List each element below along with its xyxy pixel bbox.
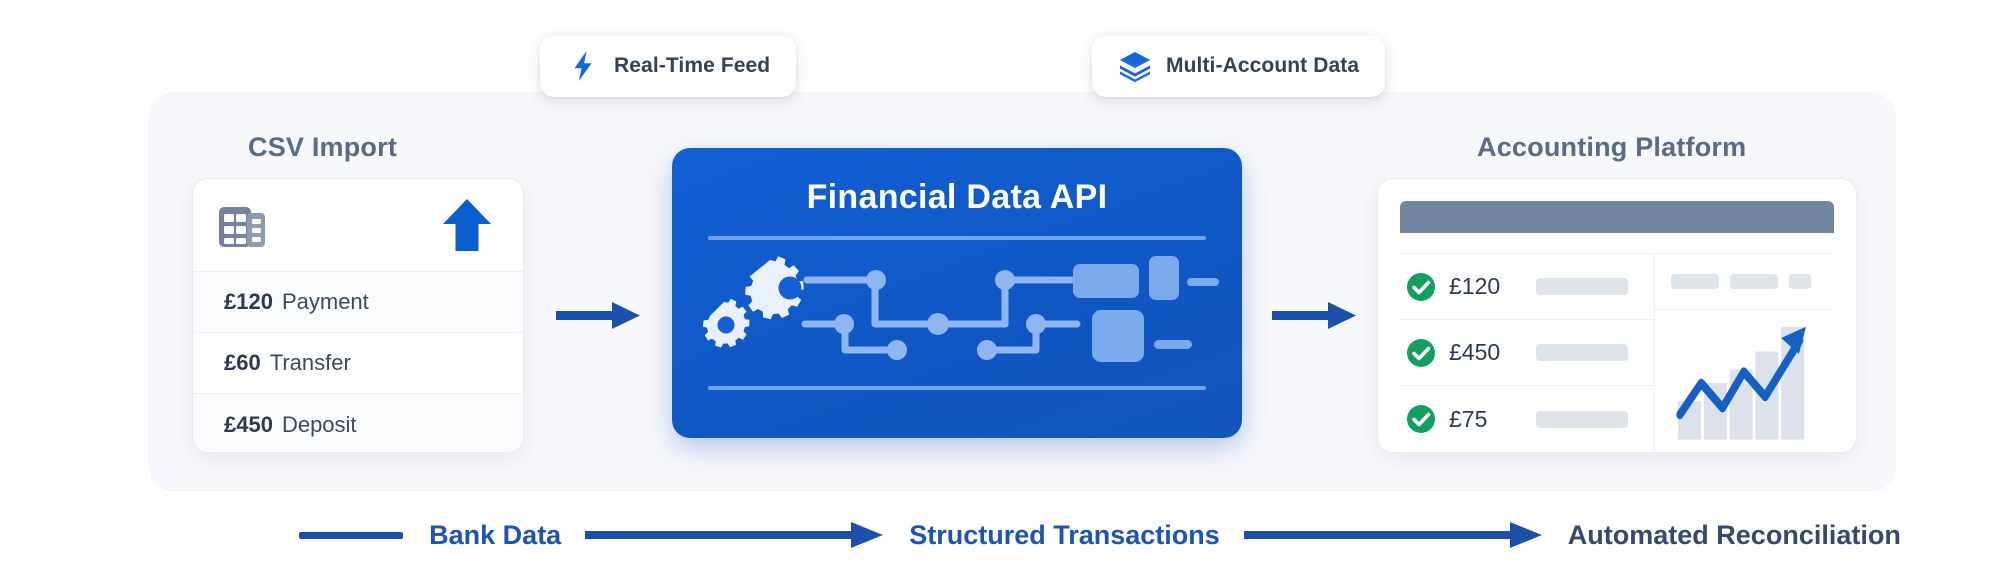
list-item[interactable]: £60 Transfer	[193, 333, 523, 394]
api-divider-top	[708, 236, 1206, 240]
flow-step-label: Automated Reconciliation	[1567, 519, 1901, 550]
transaction-type: Payment	[281, 289, 369, 314]
right-column-title: Accounting Platform	[1477, 132, 1747, 162]
process-flow-strip: Bank Data Structured Transactions Automa…	[0, 508, 2000, 562]
right-arrow-icon	[585, 522, 884, 548]
connector-arrow-left	[556, 302, 640, 329]
table-row[interactable]: £75	[1400, 386, 1654, 452]
reconciled-amount: £75	[1449, 405, 1488, 432]
reconciled-amount: £120	[1449, 273, 1501, 299]
check-circle-icon	[1407, 405, 1435, 433]
lightning-bolt-icon	[574, 51, 592, 81]
badge-real-time-feed[interactable]: Real-Time Feed	[540, 35, 797, 97]
check-circle-icon	[1407, 272, 1435, 301]
growth-chart	[1655, 310, 1834, 452]
left-column-title: CSV Import	[248, 132, 398, 162]
flow-step-label: Bank Data	[429, 519, 562, 550]
api-box-title: Financial Data API	[806, 178, 1108, 216]
transaction-amount: £120	[224, 289, 273, 314]
right-arrow-icon	[1243, 522, 1542, 548]
csv-import-card[interactable]: £120 Payment £60 Transfer £450 Deposit	[192, 178, 524, 453]
transaction-amount: £60	[224, 350, 261, 375]
accounting-platform-card[interactable]: £120 £450 £75	[1377, 178, 1857, 453]
accounting-chart-pane	[1655, 254, 1834, 452]
list-item[interactable]: £120 Payment	[193, 272, 523, 333]
flow-lead-line	[299, 531, 404, 539]
badge-multi-account-data[interactable]: Multi-Account Data	[1092, 35, 1386, 97]
legend-chip	[1730, 274, 1778, 289]
api-divider-bottom	[708, 386, 1206, 390]
spreadsheet-icon	[219, 207, 265, 247]
table-row[interactable]: £450	[1400, 320, 1654, 386]
reconciled-transaction-list: £120 £450 £75	[1400, 254, 1655, 452]
window-titlebar	[1400, 201, 1834, 233]
chart-legend-chips	[1655, 254, 1834, 310]
stacked-layers-icon	[1120, 52, 1150, 83]
legend-chip	[1671, 274, 1719, 289]
badge-label: Multi-Account Data	[1166, 54, 1360, 77]
transaction-type: Transfer	[269, 350, 351, 375]
check-circle-icon	[1407, 338, 1435, 367]
financial-data-api-box[interactable]: Financial Data API	[672, 148, 1242, 438]
transaction-type: Deposit	[281, 411, 357, 437]
placeholder-bar	[1536, 344, 1628, 361]
legend-chip	[1789, 274, 1811, 289]
accounting-card-body: £120 £450 £75	[1400, 253, 1834, 452]
csv-transaction-list: £120 Payment £60 Transfer £450 Deposit	[193, 271, 523, 452]
flow-step-label: Structured Transactions	[909, 519, 1220, 550]
table-row[interactable]: £120	[1400, 254, 1654, 320]
transaction-amount: £450	[224, 411, 273, 437]
growth-arrow-chart-icon	[1676, 326, 1807, 440]
upload-arrow-icon	[443, 199, 491, 251]
csv-card-header	[193, 179, 523, 271]
circuit-gears-icon	[702, 256, 1219, 362]
placeholder-bar	[1536, 278, 1628, 295]
connector-arrow-right	[1272, 302, 1356, 329]
badge-label: Real-Time Feed	[614, 54, 771, 77]
placeholder-bar	[1536, 410, 1628, 428]
list-item[interactable]: £450 Deposit	[193, 394, 523, 452]
reconciled-amount: £450	[1449, 339, 1501, 365]
